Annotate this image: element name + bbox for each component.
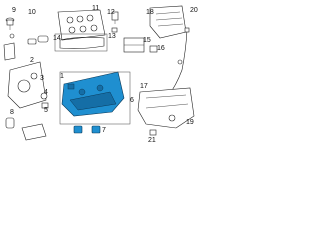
part-intake-manifold[interactable]	[149, 5, 187, 39]
callout-11: 2	[30, 57, 34, 64]
part-small-plug[interactable]	[149, 45, 158, 53]
callout-7: 14	[53, 35, 61, 42]
part-cover-gasket-box	[54, 33, 108, 52]
callout-21: 21	[148, 137, 156, 144]
callout-17: 7	[102, 127, 106, 134]
part-lower-oil-pan[interactable]	[137, 87, 195, 129]
callout-4: 12	[107, 9, 115, 16]
callout-10: 16	[157, 45, 165, 52]
part-oil-pan-highlighted[interactable]	[61, 71, 125, 117]
part-dipstick-seal[interactable]	[177, 59, 183, 65]
callout-13: 4	[44, 89, 48, 96]
part-oil-filter[interactable]	[5, 117, 15, 129]
callout-2: 10	[28, 9, 36, 16]
part-front-cover[interactable]	[7, 61, 47, 109]
callout-3: 11	[92, 5, 99, 12]
callout-12: 3	[40, 75, 44, 82]
callout-1: 9	[12, 7, 16, 14]
part-oil-pan-box	[59, 71, 131, 125]
part-crank-seal[interactable]	[40, 92, 48, 100]
callout-8: 13	[108, 33, 116, 40]
callout-6: 20	[190, 7, 198, 14]
parts-diagram: 9 10 11 12 18 20 14 13 15 16 2 3 4 5 1 6…	[0, 0, 200, 147]
part-drain-plug-highlighted[interactable]	[73, 125, 101, 134]
exploded-parts-view: 9 10 11 12 18 20 14 13 15 16 2 3 4 5 1 6…	[3, 5, 198, 144]
part-small-gasket[interactable]	[41, 102, 49, 109]
callout-9: 15	[143, 37, 151, 44]
callout-19: 17	[140, 83, 148, 90]
part-seal-ring[interactable]	[9, 33, 15, 39]
part-cylinder-head-cover[interactable]	[57, 9, 106, 41]
part-pan-bolt[interactable]	[149, 129, 157, 136]
callout-16: 6	[130, 97, 134, 104]
part-pcv-valve[interactable]	[27, 35, 49, 45]
part-oil-filler-cap[interactable]	[5, 17, 15, 30]
part-cover-gasket[interactable]	[59, 37, 105, 49]
callout-20: 19	[186, 119, 194, 126]
part-oil-cooler-bracket[interactable]	[123, 37, 145, 53]
part-filler-tube[interactable]	[3, 42, 16, 61]
callout-5: 18	[146, 9, 154, 16]
callout-14: 5	[44, 107, 48, 114]
part-windage-tray[interactable]	[21, 123, 47, 141]
callout-18: 8	[10, 109, 14, 116]
part-bolt[interactable]	[111, 27, 118, 33]
callout-15: 1	[60, 73, 64, 80]
part-oil-pressure-sensor[interactable]	[111, 11, 119, 24]
